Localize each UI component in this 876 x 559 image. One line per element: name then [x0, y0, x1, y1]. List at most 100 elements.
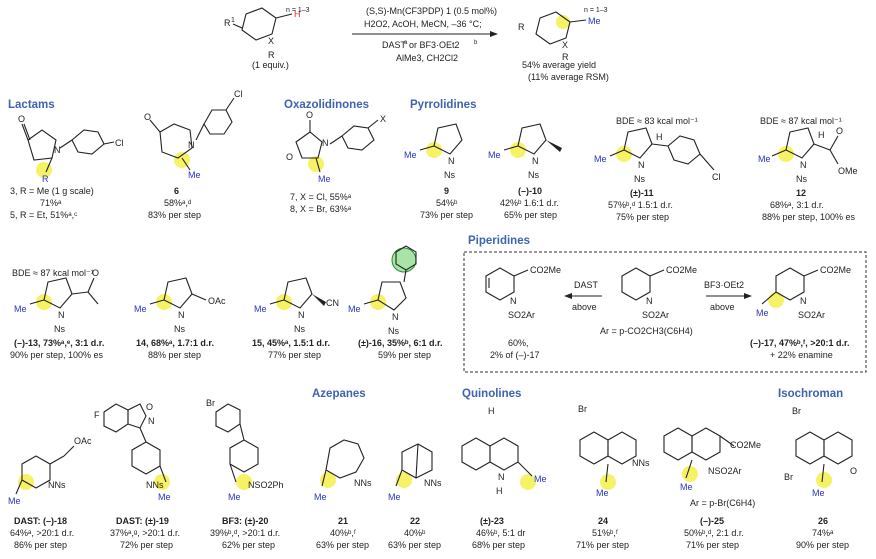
caption-3-line2: 71%ᵃ — [40, 198, 62, 208]
atom-o-13: O — [92, 268, 99, 278]
condition-almes: AlMe3, CH2Cl2 — [396, 53, 458, 63]
atom-me-11: Me — [594, 154, 607, 164]
caption-26-line1: 26 — [818, 516, 828, 526]
product-r-label: R — [562, 52, 569, 62]
caption-15-line2: 77% per step — [268, 350, 321, 360]
caption-10-line3: 65% per step — [504, 210, 557, 220]
caption-9-line1: 9 — [444, 186, 449, 196]
product-me-label: Me — [588, 16, 601, 26]
compound-14-structure: N Ns Me OAc — [134, 277, 226, 334]
atom-me-19: Me — [158, 492, 171, 502]
atom-ns-16: Ns — [388, 326, 399, 336]
n-range-label: n = 1–3 — [286, 7, 310, 14]
atom-nns-18: NNs — [48, 480, 66, 490]
atom-n-17a: N — [510, 296, 517, 306]
atom-n-23: N — [498, 472, 505, 482]
compound-17-alkene-structure: CO2Me N SO2Ar — [485, 265, 561, 320]
substrate-equiv: (1 equiv.) — [252, 60, 289, 70]
atom-h-12: H — [818, 130, 825, 140]
caption-25-line2: 50%ᵇ,ᵈ, 2:1 d.r. — [684, 528, 744, 538]
caption-6-line3: 83% per step — [148, 210, 201, 220]
caption-21-line3: 63% per step — [316, 540, 369, 550]
section-pyrrolidines: Pyrrolidines — [410, 99, 476, 111]
atom-o-26: O — [850, 466, 857, 476]
caption-6-line1: 6 — [174, 186, 179, 196]
atom-n-6: N — [188, 140, 195, 150]
caption-23-line1: (±)-23 — [480, 516, 504, 526]
caption-23-line2: 46%ᵇ, 5:1 dr — [476, 528, 525, 538]
compound-11-structure: N Ns Me H Cl — [594, 127, 721, 184]
compound-16-structure: N Ns Me — [348, 245, 417, 336]
atom-so2ar-17: SO2Ar — [798, 310, 825, 320]
atom-n-19a: N — [148, 416, 155, 426]
atom-cl-11: Cl — [712, 172, 721, 182]
atom-me-6: Me — [188, 170, 201, 180]
compound-19-structure: F O N NNs Me — [94, 402, 171, 502]
piperidine-ester-structure: CO2Me N SO2Ar Ar = p-CO2CH3(C6H4) — [600, 265, 697, 336]
caption-24-line3: 71% per step — [576, 540, 629, 550]
caption-17b-line2: + 22% enamine — [770, 350, 833, 360]
atom-h-23a: H — [488, 406, 495, 416]
r-label: R — [268, 50, 275, 60]
caption-16: (±)-16, 35%ᵇ, 6:1 d.r. 59% per step — [358, 338, 443, 360]
atom-ns-11: Ns — [634, 174, 645, 184]
section-isochroman: Isochroman — [778, 388, 843, 400]
caption-25: (–)-25 50%ᵇ,ᵈ, 2:1 d.r. 71% per step — [684, 516, 744, 550]
atom-r: R — [42, 174, 49, 184]
atom-o-12: O — [836, 126, 843, 136]
caption-14: 14, 68%ᵃ, 1.7:1 d.r. 88% per step — [136, 338, 214, 360]
caption-20-line3: 62% per step — [222, 540, 275, 550]
caption-24-line1: 24 — [598, 516, 608, 526]
reaction-conditions: (S,S)-Mn(CF3PDP) 1 (0.5 mol%) H2O2, AcOH… — [352, 6, 498, 63]
atom-n-7: N — [322, 138, 329, 148]
compound-23-structure: H N H Me — [461, 406, 547, 496]
atom-co2me-17a: CO2Me — [530, 265, 561, 275]
atom-n-16: N — [392, 312, 399, 322]
caption-22: 22 40%ᵇ 63% per step — [388, 516, 441, 550]
bf3-above: above — [710, 302, 735, 312]
atom-me-20: Me — [228, 492, 241, 502]
caption-15-line1: 15, 45%ᵃ, 1.5:1 d.r. — [252, 338, 330, 348]
atom-br-20: Br — [206, 398, 215, 408]
atom-ns-10: Ns — [528, 170, 539, 180]
atom-me-17: Me — [756, 308, 769, 318]
atom-me-15: Me — [254, 304, 267, 314]
atom-ns-13: Ns — [54, 324, 65, 334]
caption-16-line2: 59% per step — [378, 350, 431, 360]
caption-22-line2: 40%ᵇ — [404, 528, 426, 538]
product-x-label: X — [562, 40, 568, 50]
r1-label: R — [224, 18, 231, 28]
caption-6-line2: 58%ᵃ,ᵈ — [164, 198, 192, 208]
compound-10-structure: N Ns Me — [488, 123, 562, 180]
product-general-structure: Me R X R n = 1–3 54% average yield (11% … — [518, 7, 609, 82]
caption-9-line3: 73% per step — [420, 210, 473, 220]
compound-24-structure: Br NNs Me — [578, 404, 650, 498]
caption-13-line2: 90% per step, 100% es — [10, 350, 104, 360]
caption-11-line2: 57%ᵇ,ᵈ 1.5:1 d.r. — [608, 200, 673, 210]
caption-17b: (–)-17, 47%ᵇ,ᶠ, >20:1 d.r. + 22% enamine — [750, 338, 850, 360]
caption-11: (±)-11 57%ᵇ,ᵈ 1.5:1 d.r. 75% per step — [608, 188, 673, 222]
atom-br-26a: Br — [792, 406, 801, 416]
atom-n-11: N — [638, 160, 645, 170]
atom-n-14: N — [178, 310, 185, 320]
compound-13-structure: N Ns Me O — [14, 268, 99, 334]
compound-20-structure: Br NSO2Ph Me — [206, 398, 284, 502]
bf3-label: BF3·OEt2 — [704, 280, 744, 290]
piperidine-dashed-box — [463, 251, 867, 373]
atom-ns-9: Ns — [444, 170, 455, 180]
atom-me-18: Me — [8, 496, 21, 506]
atom-cl: Cl — [115, 138, 124, 148]
caption-10: (–)-10 42%ᵇ 1.6:1 d.r. 65% per step — [500, 186, 559, 220]
atom-o-7b: O — [286, 152, 293, 162]
caption-9-line2: 54%ᵇ — [436, 198, 458, 208]
caption-10-line2: 42%ᵇ 1.6:1 d.r. — [500, 198, 559, 208]
compound-7-structure: O O N X Me — [286, 110, 386, 184]
section-azepanes: Azepanes — [312, 388, 366, 400]
atom-me-13: Me — [14, 304, 27, 314]
compound-26-structure: Br O Br Me — [784, 406, 857, 498]
caption-20-line2: 39%ᵇ,ᵈ, >20:1 d.r. — [210, 528, 280, 538]
cond-sup-b: b — [474, 40, 478, 46]
section-oxazolidinones: Oxazolidinones — [284, 99, 369, 111]
condition-bf3: or BF3·OEt2 — [409, 40, 460, 50]
